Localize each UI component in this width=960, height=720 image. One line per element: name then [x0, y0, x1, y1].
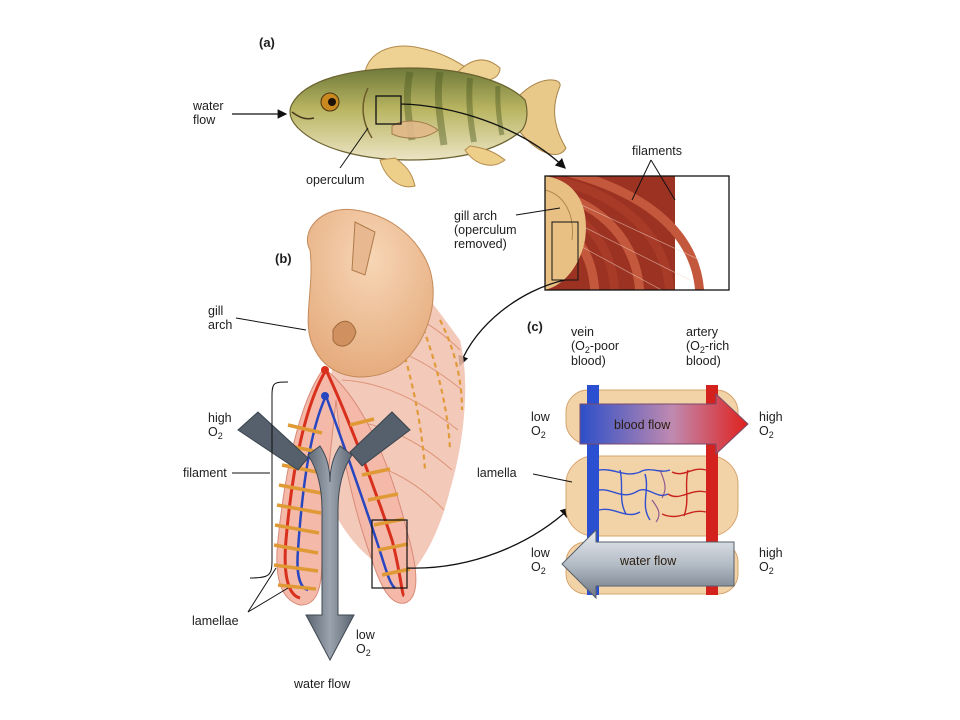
filament-bracket: [249, 381, 289, 579]
high-o2-label-c-top: high O2: [759, 410, 783, 440]
low-o2-label-b: low O2: [356, 628, 375, 658]
blood-flow-label: blood flow: [614, 418, 671, 432]
gill-arch-leader-b: [235, 317, 307, 331]
vein-label: vein (O2-poor blood): [571, 325, 620, 368]
filaments-leader-1: [631, 159, 652, 201]
panel-b-label: (b): [275, 251, 292, 266]
panel-a-label: (a): [259, 35, 275, 50]
operculum-leader: [339, 127, 369, 169]
zoom-arrow-a: [400, 103, 566, 169]
operculum-label: operculum: [306, 173, 365, 187]
lamella-label: lamella: [477, 466, 517, 480]
gill-filaments-photo: [544, 175, 730, 291]
high-o2-label-b: high O2: [208, 411, 232, 441]
lamellae-leader-2: [247, 587, 289, 613]
zoom-arrow-b: [458, 279, 566, 367]
lamella-callout-box: [371, 519, 408, 589]
gill-arch-drawing: [237, 208, 466, 662]
filaments-leader-2: [650, 159, 676, 201]
lamella-leader: [532, 473, 573, 483]
fish-callout-box: [375, 95, 402, 125]
low-o2-label-c-top: low O2: [531, 410, 550, 440]
zoom-arrow-c: [406, 507, 571, 569]
lamellae-leader-1: [247, 567, 277, 613]
high-o2-label-c-bottom: high O2: [759, 546, 783, 576]
lamella-closeup: [561, 385, 749, 600]
filaments-label: filaments: [632, 144, 683, 158]
artery-label: artery (O2-rich blood): [686, 325, 730, 368]
water-flow-label-c: water flow: [620, 554, 677, 568]
fish: [289, 45, 567, 188]
lamellae-label: lamellae: [192, 614, 239, 628]
filament-label: filament: [183, 466, 227, 480]
low-o2-label-c-bottom: low O2: [531, 546, 550, 576]
water-flow-label-b: water flow: [294, 677, 351, 691]
gill-arch-leader-a: [515, 207, 561, 216]
panel-c-label: (c): [527, 319, 543, 334]
